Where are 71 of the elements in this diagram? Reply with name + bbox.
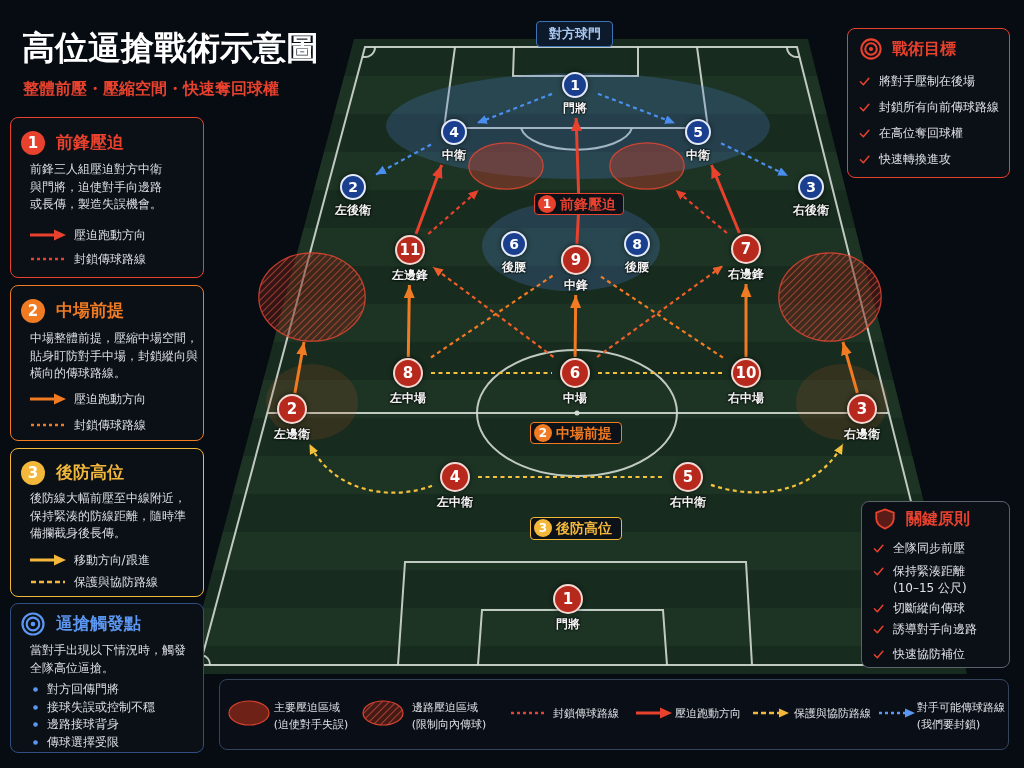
- legend-label: 封鎖傳球路線: [552, 705, 619, 722]
- panel-heading: 逼搶觸發點: [56, 613, 141, 635]
- checklist-item: 將對手壓制在後場: [879, 73, 976, 90]
- position-label: 左邊衛: [274, 427, 310, 442]
- checklist-item: 全隊同步前壓: [893, 540, 966, 557]
- info-panel: [10, 448, 204, 597]
- number-badge: 1: [538, 194, 556, 213]
- panel-heading: 前鋒壓迫: [56, 132, 124, 154]
- position-label: 中鋒: [564, 278, 588, 293]
- panel-heading: 戰術目標: [892, 39, 956, 60]
- list-item: 傳球選擇受限: [47, 734, 119, 750]
- position-label: 門將: [556, 617, 580, 632]
- number-badge: 3: [21, 461, 45, 485]
- position-label: 中衛: [686, 148, 710, 163]
- info-panel: [10, 603, 204, 753]
- checklist-item: 誘導對手向邊路: [893, 621, 978, 638]
- number-badge: 2: [21, 299, 45, 323]
- list-item: 接球失誤或控制不穩: [47, 699, 155, 715]
- callout-text: 前鋒壓迫: [560, 194, 616, 213]
- legend-label: 壓迫跑動方向: [73, 390, 146, 407]
- list-item: 對方回傳門將: [47, 681, 119, 697]
- panel-text: 當對手出現以下情況時，觸發全隊高位逼搶。: [30, 642, 187, 677]
- info-panel: [10, 117, 204, 278]
- number-badge: 2: [534, 423, 552, 442]
- legend-label: 主要壓迫區域 (迫使對手失誤): [273, 699, 350, 733]
- position-label: 右邊衛: [844, 427, 880, 442]
- panel-text: 後防線大幅前壓至中線附近，保持緊湊的防線距離，隨時準備攔截身後長傳。: [30, 490, 187, 542]
- legend-label: 移動方向/跟進: [73, 551, 150, 568]
- checklist-item: 切斷縱向傳球: [893, 600, 966, 617]
- legend-label: 封鎖傳球路線: [73, 250, 146, 267]
- checklist-item: 封鎖所有向前傳球路線: [879, 99, 1000, 116]
- legend-label: 對手可能傳球路線 (我們要封鎖): [916, 699, 1006, 733]
- legend-label: 保護與協防路線: [73, 573, 158, 590]
- info-panel: [847, 28, 1010, 178]
- checklist-item: 在高位奪回球權: [879, 125, 964, 142]
- panel-heading: 關鍵原則: [906, 509, 970, 530]
- panel-heading: 後防高位: [56, 462, 124, 484]
- position-label: 右後衛: [793, 203, 829, 218]
- position-label: 右中衛: [670, 495, 706, 510]
- position-label: 左邊鋒: [392, 268, 428, 283]
- position-label: 右中場: [728, 391, 764, 406]
- position-label: 左後衛: [335, 203, 371, 218]
- subtitle: 整體前壓・壓縮空間・快速奪回球權: [23, 79, 279, 99]
- panel-text: 中場整體前提，壓縮中場空間，貼身盯防對手中場，封鎖縱向與橫向的傳球路線。: [30, 330, 199, 382]
- checklist-item: 快速協防補位: [893, 646, 966, 663]
- position-label: 後腰: [502, 260, 526, 275]
- callout-text: 後防高位: [556, 519, 612, 537]
- number-badge: 3: [534, 519, 552, 537]
- position-label: 中衛: [442, 148, 466, 163]
- legend-label: 壓迫跑動方向: [674, 705, 741, 722]
- panel-heading: 中場前提: [56, 300, 124, 322]
- checklist-item: 快速轉換進攻: [879, 151, 952, 168]
- dotted-arrow: [476, 92, 553, 125]
- position-label: 中場: [563, 391, 587, 406]
- panel-text: 前鋒三人組壓迫對方中衛與門將，迫使對手向邊路或長傳，製造失誤機會。: [30, 161, 163, 213]
- legend-label: 保護與協防路線: [793, 705, 871, 722]
- list-item: 邊路接球背身: [47, 716, 119, 732]
- legend-label: 邊路壓迫區域 (限制向內傳球): [411, 699, 488, 733]
- checklist-item: 保持緊湊距離 (10–15 公尺): [893, 563, 968, 596]
- title: 高位逼搶戰術示意圖: [22, 27, 319, 69]
- position-label: 後腰: [625, 260, 649, 275]
- dotted-arrow: [597, 92, 676, 125]
- info-panel: [10, 285, 204, 441]
- position-label: 左中場: [390, 391, 426, 406]
- callout-text: 中場前提: [556, 423, 612, 442]
- legend-label: 封鎖傳球路線: [73, 416, 146, 433]
- number-badge: 1: [21, 131, 45, 155]
- position-label: 門將: [563, 101, 587, 116]
- position-label: 右邊鋒: [728, 267, 764, 282]
- position-label: 左中衛: [437, 495, 473, 510]
- legend-label: 壓迫跑動方向: [73, 226, 146, 243]
